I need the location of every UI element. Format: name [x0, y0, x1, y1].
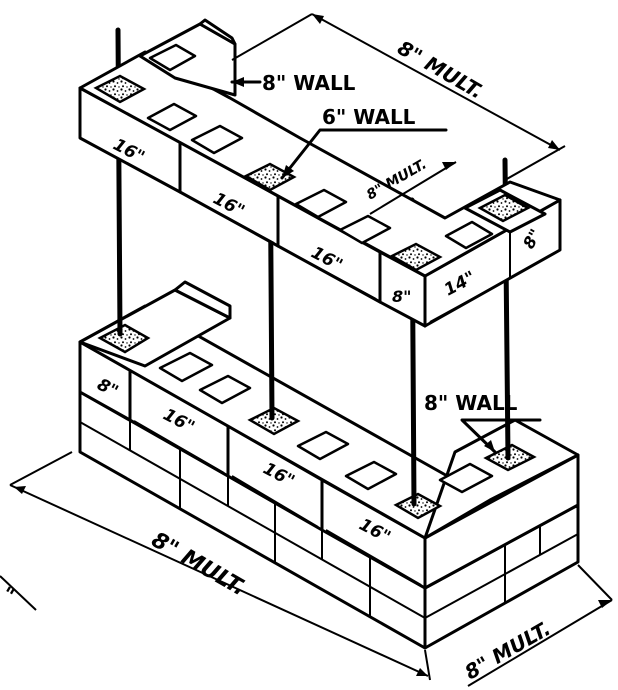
bottom-grout-cell-1: [97, 323, 151, 354]
label-8-wall-right: 8" WALL: [424, 391, 518, 415]
label-8-mult-bottom-right: 8" MULT.: [461, 616, 555, 684]
label-6-wall: 6" WALL: [322, 105, 416, 129]
bottom-grout-cell-3: [393, 492, 443, 520]
top-grout-cell-1: [93, 74, 147, 104]
label-8-mult-top: 8" MULT.: [394, 36, 488, 104]
top-grout-cell-3: [389, 242, 443, 272]
top-grout-cell-4: [477, 193, 531, 223]
top-assembly: 16" 16" 16" 8" 14" 8": [78, 18, 562, 328]
top-grout-cell-2: [243, 162, 297, 192]
label-partial-bottom-left: ": [0, 582, 19, 608]
label-8-wall-top: 8" WALL: [262, 71, 356, 95]
bottom-end-top-surface: [423, 418, 580, 540]
top-dim-4: 8": [392, 287, 411, 306]
bottom-grout-cell-2: [247, 406, 301, 436]
bottom-assembly: 8" 16" 16" 16": [78, 280, 580, 650]
